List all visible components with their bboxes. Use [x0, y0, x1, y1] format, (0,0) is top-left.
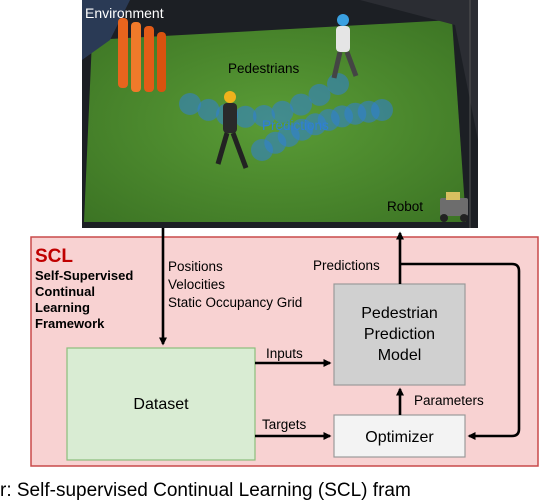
scl-title-line: Continual — [35, 284, 95, 299]
prediction-dot — [179, 93, 201, 115]
arrow-predictions-to-optimizer — [400, 262, 521, 440]
model-label-line: Model — [378, 347, 422, 364]
robot-label: Robot — [387, 199, 423, 214]
orange-pillars-icon — [118, 18, 166, 92]
flow-arrows — [159, 228, 521, 440]
scl-title-line: Framework — [35, 316, 105, 331]
env-to-dataset-labels: Positions Velocities Static Occupancy Gr… — [168, 259, 302, 310]
figure-caption: r: Self-supervised Continual Learning (S… — [0, 480, 411, 501]
prediction-dot — [197, 98, 220, 121]
model-label-line: Pedestrian — [361, 305, 438, 322]
scl-title: Self-Supervised Continual Learning Frame… — [35, 268, 133, 331]
prediction-dot — [308, 83, 331, 106]
floor-area — [84, 20, 466, 222]
prediction-model-block: Pedestrian Prediction Model — [333, 283, 466, 386]
predictions-overlay-label: Predictions — [262, 118, 329, 133]
prediction-trail — [179, 73, 393, 161]
wall-right — [360, 0, 478, 140]
robot-icon — [440, 192, 468, 222]
occupancy-grid-label: Static Occupancy Grid — [168, 295, 302, 310]
scl-abbrev: SCL — [35, 246, 73, 267]
scl-title-line: Self-Supervised — [35, 268, 133, 283]
prediction-dot — [290, 93, 312, 116]
parameters-flow-label: Parameters — [414, 393, 484, 408]
prediction-dot — [327, 73, 349, 95]
prediction-dot — [253, 105, 275, 127]
pedestrian-icon — [215, 91, 249, 169]
targets-flow-label: Targets — [262, 417, 307, 432]
model-label-line: Prediction — [364, 326, 435, 343]
pedestrian-icon — [331, 14, 359, 79]
predictions-flow-label: Predictions — [313, 258, 380, 273]
prediction-dot — [234, 105, 257, 128]
pedestrians-label: Pedestrians — [228, 61, 300, 76]
scl-title-line: Learning — [35, 300, 90, 315]
optimizer-label: Optimizer — [365, 429, 434, 446]
dataset-block: Dataset — [66, 347, 256, 461]
prediction-dot — [271, 100, 294, 123]
prediction-dot — [371, 99, 393, 121]
positions-label: Positions — [168, 259, 223, 274]
optimizer-block: Optimizer — [333, 414, 466, 458]
dataset-label: Dataset — [133, 396, 189, 413]
environment-panel: Environment Pedestrians Predictions Robo… — [82, 0, 478, 228]
wall-left — [82, 0, 130, 60]
environment-label: Environment — [85, 5, 164, 21]
velocities-label: Velocities — [168, 277, 225, 292]
inputs-flow-label: Inputs — [266, 346, 303, 361]
